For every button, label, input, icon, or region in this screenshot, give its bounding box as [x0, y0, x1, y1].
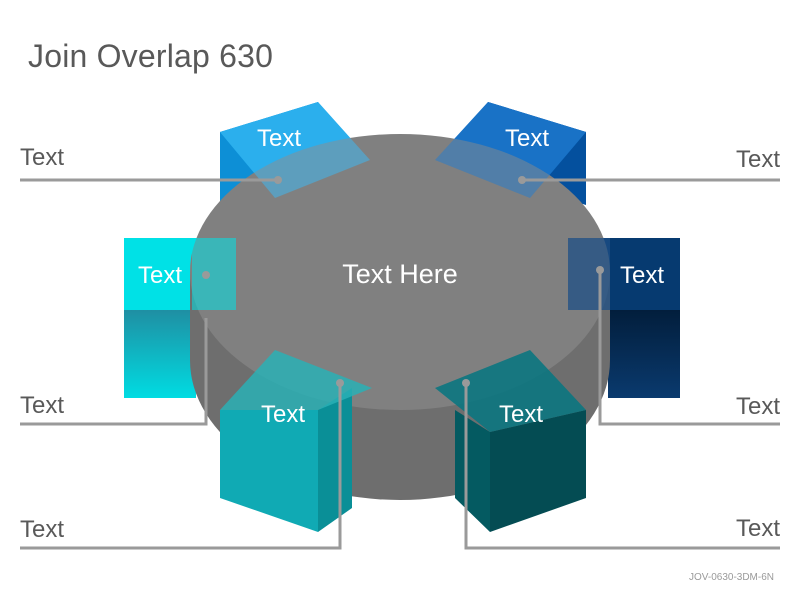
overlap-mid-right [568, 238, 610, 310]
box-bottom-right-label: Text [499, 401, 543, 428]
overlap-mid-left [192, 238, 236, 310]
box-mid-right-label: Text [620, 262, 664, 289]
footer-code: JOV-0630-3DM-6N [688, 572, 774, 583]
page-title: Join Overlap 630 [28, 38, 274, 74]
box-top-right-label: Text [505, 125, 549, 152]
side-label-mid-left: Text [20, 392, 64, 419]
box-mid-left-label: Text [138, 262, 182, 289]
center-label: Text Here [342, 259, 458, 289]
side-label-top-right: Text [736, 146, 780, 173]
side-label-top-left: Text [20, 144, 64, 171]
box-top-left-label: Text [257, 125, 301, 152]
box-bottom-right[interactable] [435, 350, 586, 532]
box-bottom-left[interactable] [220, 350, 372, 532]
connector-lines [20, 178, 780, 550]
box-bottom-left-label: Text [261, 401, 305, 428]
side-label-bottom-right: Text [736, 515, 780, 542]
connector-dots [202, 176, 604, 387]
overlap-top-right [435, 102, 586, 198]
side-label-mid-right: Text [736, 393, 780, 420]
overlap-top-left [220, 102, 370, 198]
side-label-bottom-left: Text [20, 516, 64, 543]
